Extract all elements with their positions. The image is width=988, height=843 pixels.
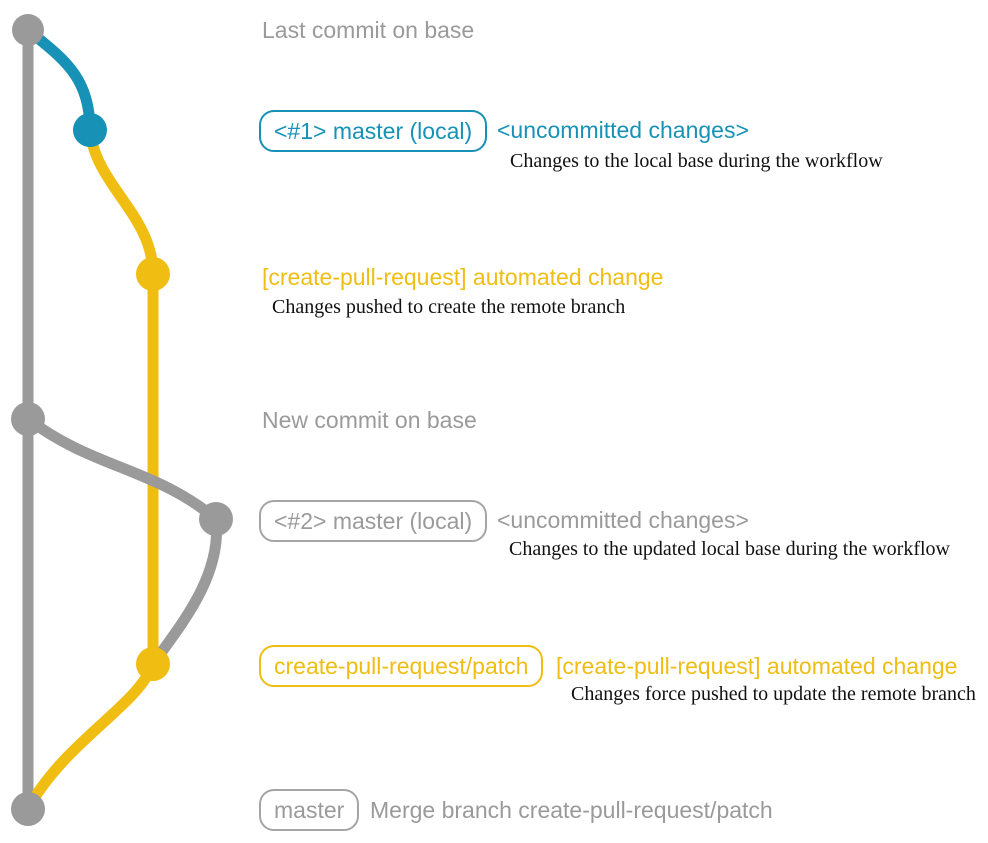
commit-message-uncommitted-1: <uncommitted changes> <box>497 117 749 143</box>
commit-dot-base-2 <box>11 402 45 436</box>
remote-branch-curve-top <box>84 124 159 280</box>
rebase-curve <box>147 513 223 670</box>
commit-dot-remote-2 <box>136 647 170 681</box>
commit-message-automated-2: [create-pull-request] automated change <box>556 653 958 679</box>
commit-description-automated-2: Changes force pushed to update the remot… <box>571 683 976 705</box>
branch-tag-master: master <box>259 789 360 831</box>
merge-curve <box>22 658 159 815</box>
commit-dot-base-1 <box>12 14 44 46</box>
commit-message-merge: Merge branch create-pull-request/patch <box>370 797 773 823</box>
commit-description-automated-1: Changes pushed to create the remote bran… <box>272 296 626 318</box>
branch-tag-master-local-1: <#1> master (local) <box>259 110 488 152</box>
commit-dot-remote-1 <box>136 257 170 291</box>
commit-message-uncommitted-2: <uncommitted changes> <box>497 507 749 533</box>
branch-tag-master-local-2: <#2> master (local) <box>259 500 488 542</box>
local-branch-curve <box>22 24 96 136</box>
commit-description-uncommitted-2: Changes to the updated local base during… <box>509 538 950 560</box>
commit-dot-local-2 <box>199 502 233 536</box>
new-commit-label: New commit on base <box>262 407 477 433</box>
base-update-curve <box>22 413 222 525</box>
commit-dot-merge <box>11 792 45 826</box>
commit-dot-local-1 <box>73 113 107 147</box>
branch-tag-patch: create-pull-request/patch <box>259 645 544 687</box>
commit-description-uncommitted-1: Changes to the local base during the wor… <box>510 150 883 172</box>
commit-message-automated-1: [create-pull-request] automated change <box>262 264 664 290</box>
last-commit-label: Last commit on base <box>262 17 475 43</box>
